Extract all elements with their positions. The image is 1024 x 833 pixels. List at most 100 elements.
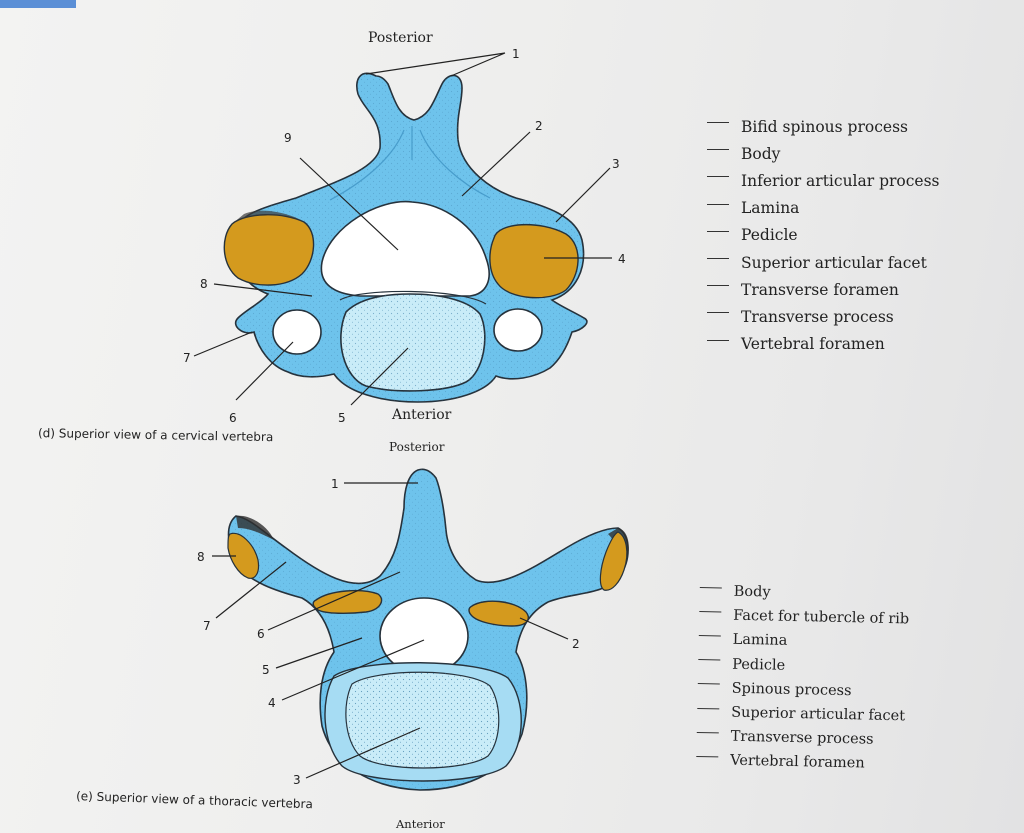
cervical-caption: (d) Superior view of a cervical vertebra	[38, 426, 273, 444]
leader-d8	[213, 283, 313, 297]
cervical-term: Lamina	[707, 195, 940, 222]
answer-blank[interactable]	[697, 683, 720, 685]
thoracic-vertebra	[227, 468, 629, 791]
term-label: Vertebral foramen	[741, 335, 885, 354]
num-e6: 6	[257, 627, 265, 641]
num-d9: 9	[284, 131, 292, 145]
cervical-term: Bifid spinous process	[707, 113, 940, 140]
answer-blank[interactable]	[707, 203, 729, 205]
num-e1: 1	[331, 477, 339, 491]
cervical-body-texture	[340, 294, 485, 391]
cervical-transverse-foramen-right	[493, 308, 543, 352]
num-d4: 4	[618, 252, 626, 266]
answer-blank[interactable]	[707, 312, 729, 314]
thoracic-posterior-label: Posterior	[389, 440, 445, 454]
num-e2: 2	[572, 637, 580, 651]
cervical-term: Vertebral foramen	[707, 331, 940, 358]
term-label: Transverse process	[741, 307, 894, 326]
leader-d5	[350, 347, 409, 406]
cervical-body-rim	[339, 290, 487, 305]
answer-blank[interactable]	[707, 258, 729, 260]
term-label: Vertebral foramen	[730, 753, 865, 772]
num-d8: 8	[200, 277, 208, 291]
answer-blank[interactable]	[699, 610, 722, 613]
term-label: Transverse process	[730, 728, 874, 748]
leader-d6	[235, 341, 294, 401]
term-label: Body	[741, 144, 781, 163]
cervical-facet-right	[489, 224, 579, 299]
answer-blank[interactable]	[707, 122, 729, 124]
cervical-transverse-foramen-left	[272, 309, 322, 355]
cervical-facet-left-shadow	[232, 210, 304, 224]
thoracic-number-labels: 1 2 3 4 5 6 7 8	[197, 477, 580, 787]
answer-blank[interactable]	[707, 149, 729, 151]
num-d1: 1	[512, 47, 520, 61]
num-d2: 2	[535, 119, 543, 133]
term-label: Body	[733, 583, 771, 601]
thoracic-leader-lines	[212, 482, 569, 779]
thoracic-body-texture	[345, 672, 499, 768]
num-e4: 4	[268, 696, 276, 710]
cervical-term: Superior articular facet	[707, 249, 940, 276]
thoracic-superior-facet-right	[468, 600, 530, 627]
thoracic-anterior-label: Anterior	[395, 817, 445, 831]
cervical-term: Pedicle	[707, 222, 940, 249]
cervical-term-list: Bifid spinous process Body Inferior arti…	[707, 113, 940, 358]
answer-blank[interactable]	[707, 285, 729, 287]
num-d7: 7	[183, 351, 191, 365]
leader-d3	[555, 167, 611, 223]
num-d6: 6	[229, 411, 237, 425]
cervical-facet-left	[223, 214, 315, 286]
term-label: Superior articular facet	[741, 253, 927, 272]
leader-d7	[193, 331, 253, 357]
num-e8: 8	[197, 550, 205, 564]
cervical-term: Body	[707, 140, 940, 167]
cervical-number-labels: 1 2 3 4 5 6 7 8 9	[183, 47, 626, 425]
thoracic-rib-facet-left	[227, 532, 260, 579]
cervical-term: Transverse foramen	[707, 276, 940, 303]
answer-blank[interactable]	[707, 230, 729, 232]
term-label: Bifid spinous process	[741, 117, 908, 136]
num-e3: 3	[293, 773, 301, 787]
term-label: Superior articular facet	[731, 704, 906, 725]
answer-blank[interactable]	[699, 586, 722, 589]
num-d3: 3	[612, 157, 620, 171]
term-label: Spinous process	[731, 680, 852, 700]
answer-blank[interactable]	[696, 755, 719, 758]
thoracic-term: Vertebral foramen	[696, 748, 906, 777]
cervical-leader-lines	[193, 52, 612, 406]
cervical-term: Inferior articular process	[707, 167, 940, 194]
thoracic-caption: (e) Superior view of a thoracic vertebra	[76, 789, 313, 811]
leader-d9	[299, 157, 399, 251]
leader-e4	[281, 639, 425, 701]
term-label: Facet for tubercle of rib	[733, 607, 910, 628]
answer-blank[interactable]	[707, 176, 729, 178]
num-e7: 7	[203, 619, 211, 633]
answer-blank[interactable]	[697, 707, 720, 709]
cervical-term: Transverse process	[707, 303, 940, 330]
cervical-posterior-label: Posterior	[368, 30, 433, 46]
leader-e3	[305, 727, 421, 779]
answer-blank[interactable]	[698, 634, 721, 637]
leader-d1	[365, 52, 506, 77]
term-label: Pedicle	[732, 656, 786, 674]
leader-e2	[519, 617, 569, 640]
term-label: Lamina	[741, 199, 800, 218]
answer-blank[interactable]	[696, 731, 719, 734]
term-label: Pedicle	[741, 226, 798, 245]
cervical-vertebra	[223, 72, 588, 403]
leader-d2	[461, 131, 531, 197]
cervical-anterior-label: Anterior	[391, 407, 452, 423]
leader-e6	[267, 571, 401, 631]
thoracic-rib-facet-right	[599, 531, 628, 591]
thoracic-term-list: Body Facet for tubercle of rib Lamina Pe…	[696, 579, 910, 777]
term-label: Inferior articular process	[741, 171, 940, 190]
num-e5: 5	[262, 663, 270, 677]
cervical-vertebral-foramen	[320, 200, 490, 297]
num-d5: 5	[338, 411, 346, 425]
thoracic-transverse-tip-left	[236, 515, 274, 540]
corner-tab	[0, 0, 76, 8]
answer-blank[interactable]	[698, 659, 721, 661]
answer-blank[interactable]	[707, 339, 729, 341]
